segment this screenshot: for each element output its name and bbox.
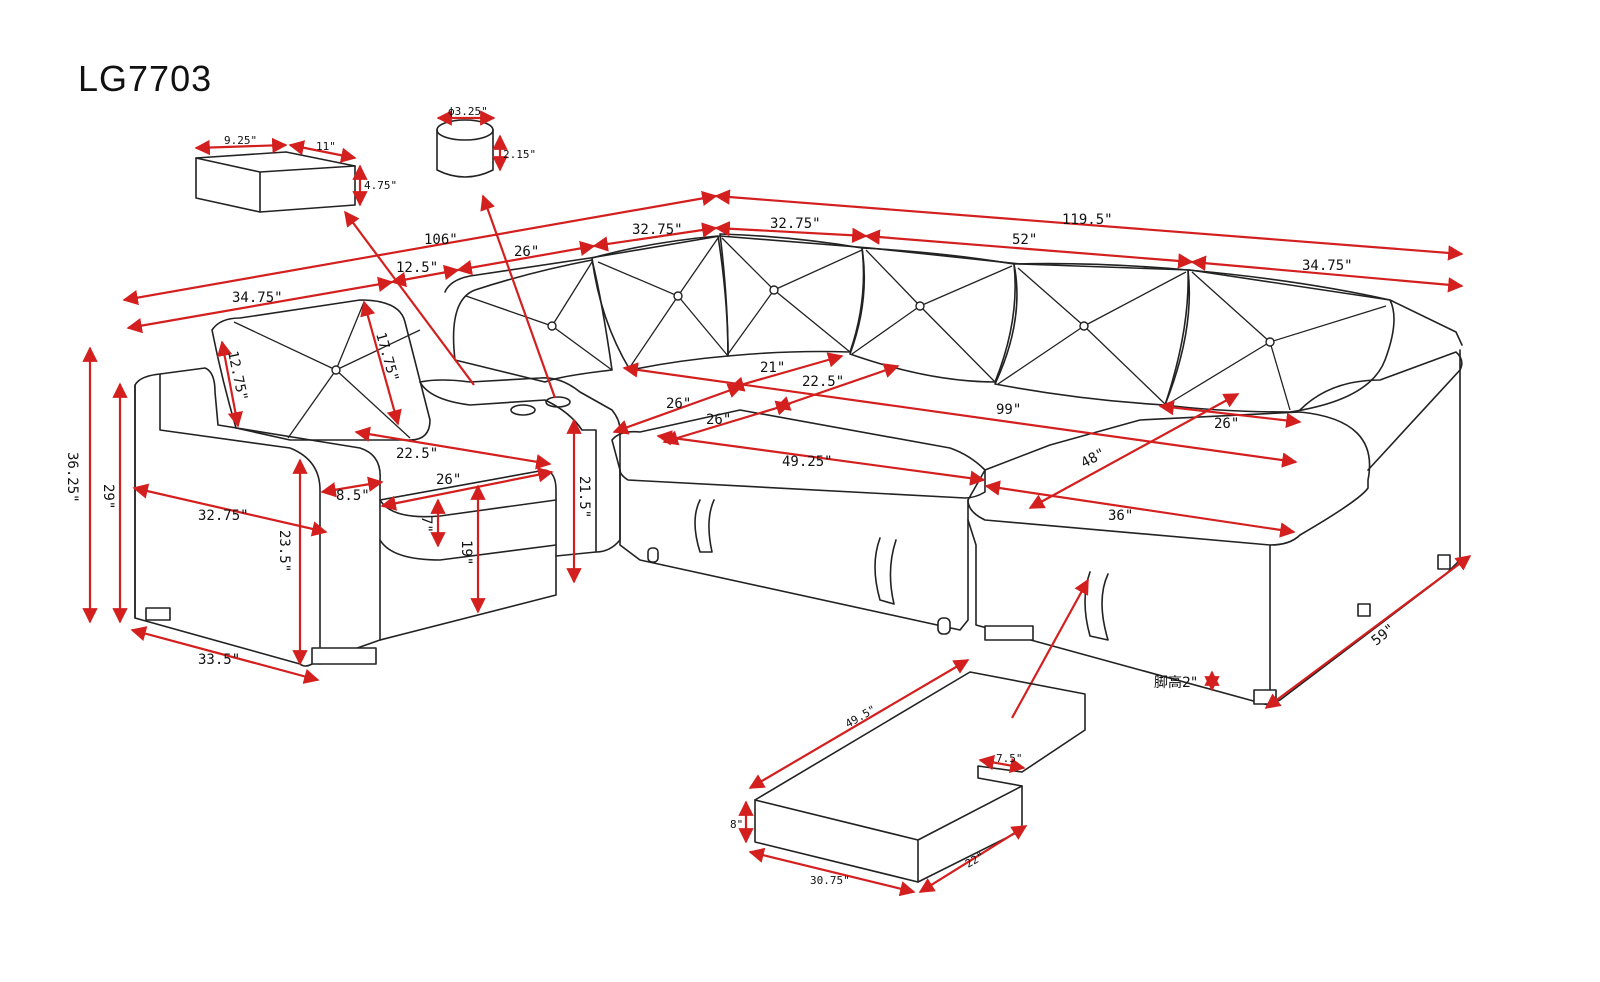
dim-label: 34.75" (1302, 258, 1353, 274)
dim-label: 119.5" (1062, 212, 1113, 228)
dim-label: 34.75" (232, 290, 283, 306)
dim-label: 23.5" (276, 530, 292, 572)
dim-label: 29" (100, 484, 116, 509)
leg-height-label: 脚高2" (1154, 674, 1197, 691)
dim-label: 32.75" (770, 216, 821, 232)
dim-line (320, 476, 384, 498)
dim-line (122, 190, 718, 306)
dim-line (354, 426, 552, 470)
dim-label: 8.5" (336, 488, 370, 504)
dim-line (217, 340, 243, 428)
storage-box-depth-label: 11" (316, 140, 336, 153)
dim-line (126, 276, 394, 334)
dim-label: 36" (1108, 508, 1133, 524)
dim-line (592, 222, 718, 252)
dim-label: 21" (760, 360, 785, 376)
dim-label: 26" (436, 472, 461, 488)
ottoman-width-label: 30.75" (810, 874, 850, 887)
dim-label: 26" (666, 396, 691, 412)
dim-line (194, 137, 288, 156)
dim-line (864, 229, 1194, 269)
dim-label: 26" (1214, 416, 1239, 432)
dim-label: 49.25" (782, 454, 833, 470)
dim-line (380, 467, 554, 511)
dim-label: 33.5" (198, 652, 240, 668)
sofa-dimensions: 106" 119.5" 34.75" 12.5" 26" 32.75" 32.7… (64, 189, 1472, 709)
dim-label: 12.5" (396, 260, 438, 276)
dim-label: 22.5" (396, 446, 438, 462)
dim-label: 19" (458, 540, 474, 565)
dim-label: 7" (418, 516, 434, 533)
dim-line (390, 264, 460, 288)
dim-line (1190, 255, 1464, 293)
cup-holder-height-label: 2.15" (503, 148, 536, 161)
dim-line (456, 240, 596, 276)
cup-holder-diameter-label: ϕ3.25" (448, 105, 488, 118)
storage-box: 9.25" 11" 4.75" (194, 134, 397, 213)
dim-label: 22.5" (802, 374, 844, 390)
storage-box-height-label: 4.75" (364, 179, 397, 192)
dim-label: 17.75" (372, 331, 401, 384)
dim-line (984, 480, 1296, 538)
dim-label: 32.75" (632, 222, 683, 238)
storage-box-width-label: 9.25" (224, 134, 257, 147)
dim-line (130, 626, 320, 684)
dim-label: 26" (514, 244, 539, 260)
dim-line (918, 825, 1028, 893)
dim-label: 106" (424, 232, 458, 248)
dim-line (1028, 393, 1240, 509)
dim-line (1264, 555, 1472, 709)
dim-label: 36.25" (64, 452, 80, 503)
model-number: LG7703 (78, 58, 213, 99)
dim-line (978, 754, 1026, 774)
pointer-arrow-ottoman (1011, 578, 1089, 719)
ottoman-cutout-label: 7.5" (996, 752, 1023, 765)
dim-line (748, 659, 970, 789)
ottoman-length-label: 49.5" (843, 703, 878, 731)
ottoman-height-label: 8" (730, 818, 743, 831)
cup-holder: ϕ3.25" 2.15" (436, 105, 536, 178)
dim-label: 32.75" (198, 508, 249, 524)
dim-label: 59" (1369, 621, 1399, 649)
dim-label: 99" (996, 402, 1021, 418)
dim-line (288, 140, 357, 163)
ottoman: 49.5" 8" 30.75" 22" 7.5" (730, 659, 1086, 897)
dim-label: 26" (706, 412, 731, 428)
dim-line (360, 300, 402, 426)
dim-label: 52" (1012, 232, 1037, 248)
dim-line (748, 847, 916, 897)
dim-line (714, 189, 1464, 261)
dim-label: 21.5" (576, 476, 592, 518)
dim-line (714, 221, 868, 243)
